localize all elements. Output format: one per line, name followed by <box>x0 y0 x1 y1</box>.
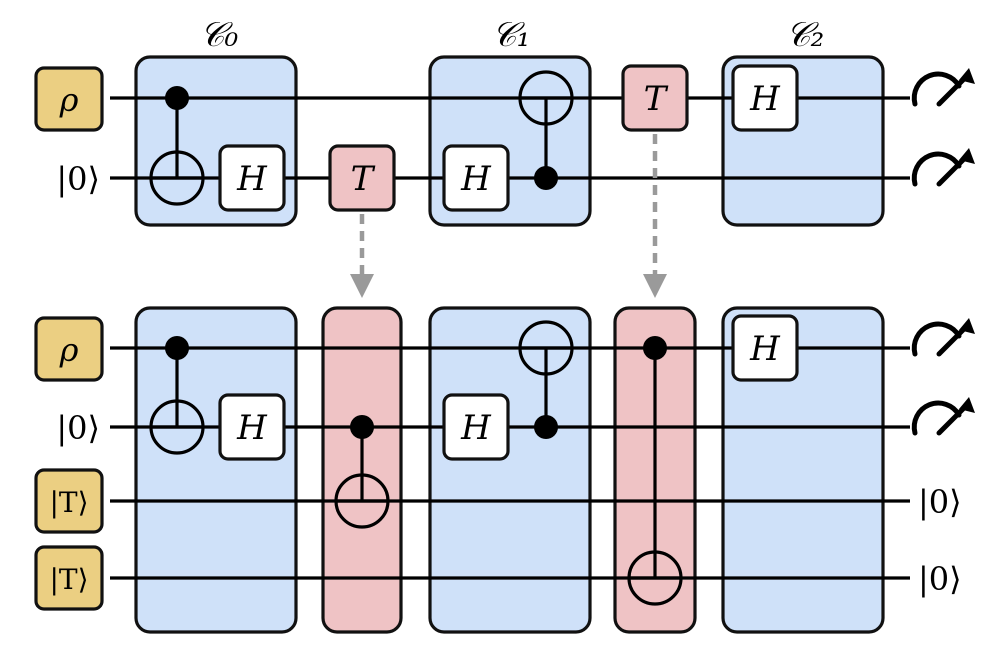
top-input-rho: ρ <box>59 81 79 119</box>
bottom-c0-h-gate <box>218 393 286 461</box>
top-c1-h-label: H <box>460 159 492 199</box>
bottom-input-rho-box <box>34 316 104 382</box>
control-dot-icon <box>165 86 189 110</box>
measurement-meter-icon <box>911 68 975 107</box>
top-c0-h-label: H <box>236 159 268 199</box>
top-c2-h-label: H <box>749 79 781 119</box>
control-dot-icon <box>165 336 189 360</box>
bottom-output-zero-2: |0⟩ <box>918 560 962 598</box>
top-c1-h-gate <box>442 144 510 212</box>
control-dot-icon <box>534 415 558 439</box>
bottom-c2-h-label: H <box>749 329 781 369</box>
bottom-circuit: ρ |0⟩ |T⟩ |T⟩ H H H <box>34 306 975 634</box>
bottom-c1-h-gate <box>442 393 510 461</box>
control-dot-icon <box>350 415 374 439</box>
top-t-gate-2-label: T <box>644 79 669 119</box>
bottom-output-zero-1: |0⟩ <box>918 483 962 521</box>
bottom-c2-h-gate <box>731 314 799 382</box>
bottom-input-rho: ρ <box>59 331 79 369</box>
block-label-c1: 𝒞₁ <box>492 15 530 55</box>
top-t-gate-2 <box>621 64 689 132</box>
top-t-gate-1 <box>328 144 396 212</box>
bottom-input-t-state-1: |T⟩ <box>49 486 88 519</box>
top-c0-h-gate <box>218 144 286 212</box>
dashed-arrow-icon <box>350 214 374 298</box>
top-input-zero: |0⟩ <box>56 160 100 198</box>
measurement-meter-icon <box>911 318 975 357</box>
dashed-arrow-icon <box>643 134 667 298</box>
bottom-clifford-block-c2 <box>721 306 885 634</box>
control-dot-icon <box>534 166 558 190</box>
block-label-c0: 𝒞₀ <box>200 15 239 55</box>
top-t-gate-1-label: T <box>351 159 376 199</box>
bottom-input-t-state-2: |T⟩ <box>49 563 88 596</box>
top-input-rho-box <box>34 66 104 132</box>
bottom-input-t-state-box-2 <box>34 545 104 611</box>
bottom-input-zero: |0⟩ <box>56 409 100 447</box>
measurement-meter-icon <box>911 397 975 436</box>
block-label-c2: 𝒞₂ <box>786 15 824 55</box>
bottom-clifford-block-c0 <box>134 306 298 634</box>
top-circuit: 𝒞₀ 𝒞₁ 𝒞₂ ρ |0⟩ H T H T H <box>34 15 975 227</box>
top-c2-h-gate <box>731 64 799 132</box>
bottom-c0-h-label: H <box>236 408 268 448</box>
bottom-clifford-block-c1 <box>428 306 592 634</box>
bottom-c1-h-label: H <box>460 408 492 448</box>
bottom-input-t-state-box-1 <box>34 468 104 534</box>
measurement-meter-icon <box>911 148 975 187</box>
control-dot-icon <box>643 336 667 360</box>
